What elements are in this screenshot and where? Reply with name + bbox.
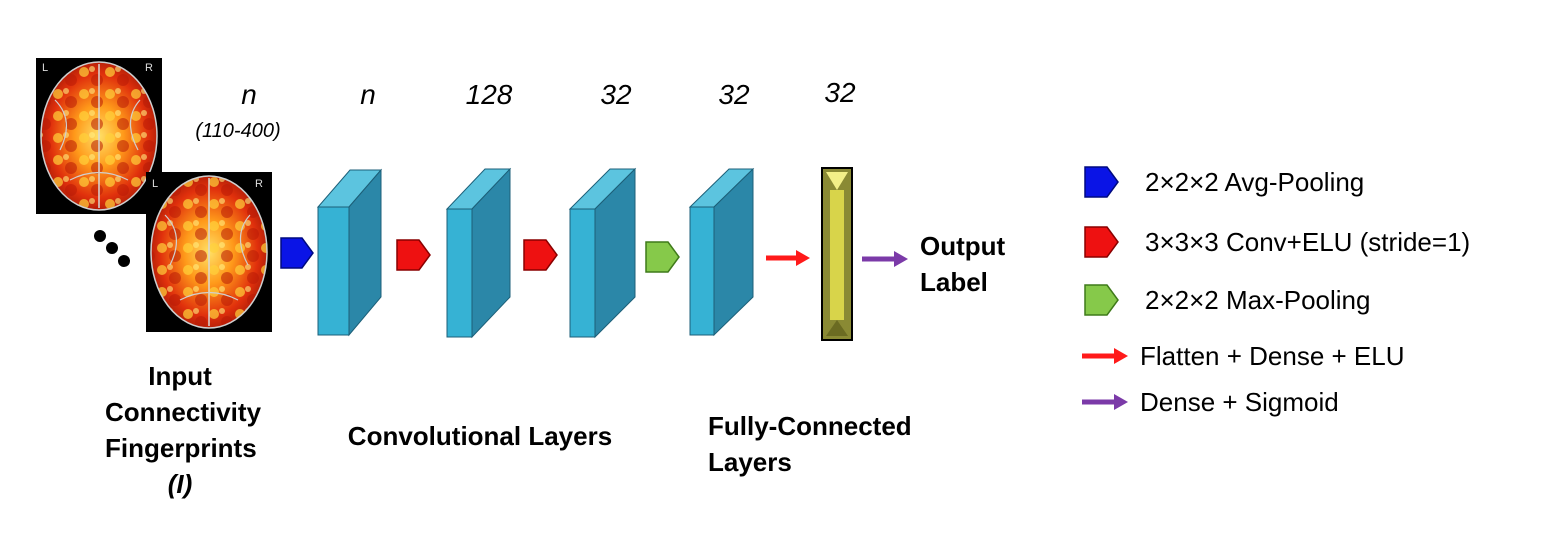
legend-avg-pooling-label: 2×2×2 Avg-Pooling <box>1145 167 1365 197</box>
brain-label-right: R <box>255 178 263 190</box>
max-pooling-marker <box>645 241 680 273</box>
legend-green-pentagon <box>1084 284 1119 316</box>
output-caption-line1: Output <box>920 231 1006 261</box>
conv-block-2 <box>445 167 512 339</box>
input-caption-line1: Input <box>148 361 212 391</box>
legend-dense-sigmoid-label: Dense + Sigmoid <box>1140 387 1339 417</box>
input-caption-line2: Connectivity <box>105 397 262 427</box>
dense-layer-bar <box>821 167 853 341</box>
dense-sigmoid-arrow <box>862 251 908 267</box>
fc-caption-line2: Layers <box>708 447 792 477</box>
avg-pooling-marker <box>280 237 314 269</box>
input-caption-line4: (I) <box>167 469 193 499</box>
fc-layers-caption: Fully-Connected Layers <box>708 408 948 480</box>
legend-max-pooling-label: 2×2×2 Max-Pooling <box>1145 285 1371 315</box>
conv-block-4 <box>688 167 755 337</box>
conv-elu-marker-2 <box>523 239 558 271</box>
conv-block-1 <box>316 168 383 337</box>
legend-flatten-dense-label: Flatten + Dense + ELU <box>1140 341 1405 371</box>
dim-conv3: 32 <box>600 79 632 110</box>
dim-dense: 32 <box>824 77 856 108</box>
output-caption-line2: Label <box>920 267 988 297</box>
ellipsis-dots <box>94 230 130 267</box>
brain-label-left: L <box>42 62 49 74</box>
conv-layers-caption: Convolutional Layers <box>347 421 613 451</box>
legend-purple-arrow <box>1082 394 1128 410</box>
legend-blue-pentagon <box>1084 166 1119 198</box>
conv-elu-marker-1 <box>396 239 431 271</box>
dim-input: n <box>241 79 257 110</box>
output-label-caption: Output Label <box>920 228 1040 300</box>
dim-conv2: 128 <box>465 79 513 110</box>
input-caption: Input Connectivity Fingerprints (I) <box>105 358 262 502</box>
brain-image-back <box>36 58 162 214</box>
brain-label-right: R <box>145 62 153 74</box>
legend-red-arrow <box>1082 348 1128 364</box>
brain-image-front <box>146 172 272 332</box>
flatten-dense-arrow <box>766 250 810 266</box>
fc-caption-line1: Fully-Connected <box>708 411 912 441</box>
dim-conv1: n <box>360 79 376 110</box>
brain-label-left: L <box>152 178 159 190</box>
dim-conv4: 32 <box>718 79 750 110</box>
input-caption-line3: Fingerprints <box>105 433 257 463</box>
conv-block-3 <box>568 167 637 339</box>
dim-input-range: (110-400) <box>195 120 281 142</box>
legend-conv-elu-label: 3×3×3 Conv+ELU (stride=1) <box>1145 227 1471 257</box>
legend-red-pentagon <box>1084 226 1119 258</box>
